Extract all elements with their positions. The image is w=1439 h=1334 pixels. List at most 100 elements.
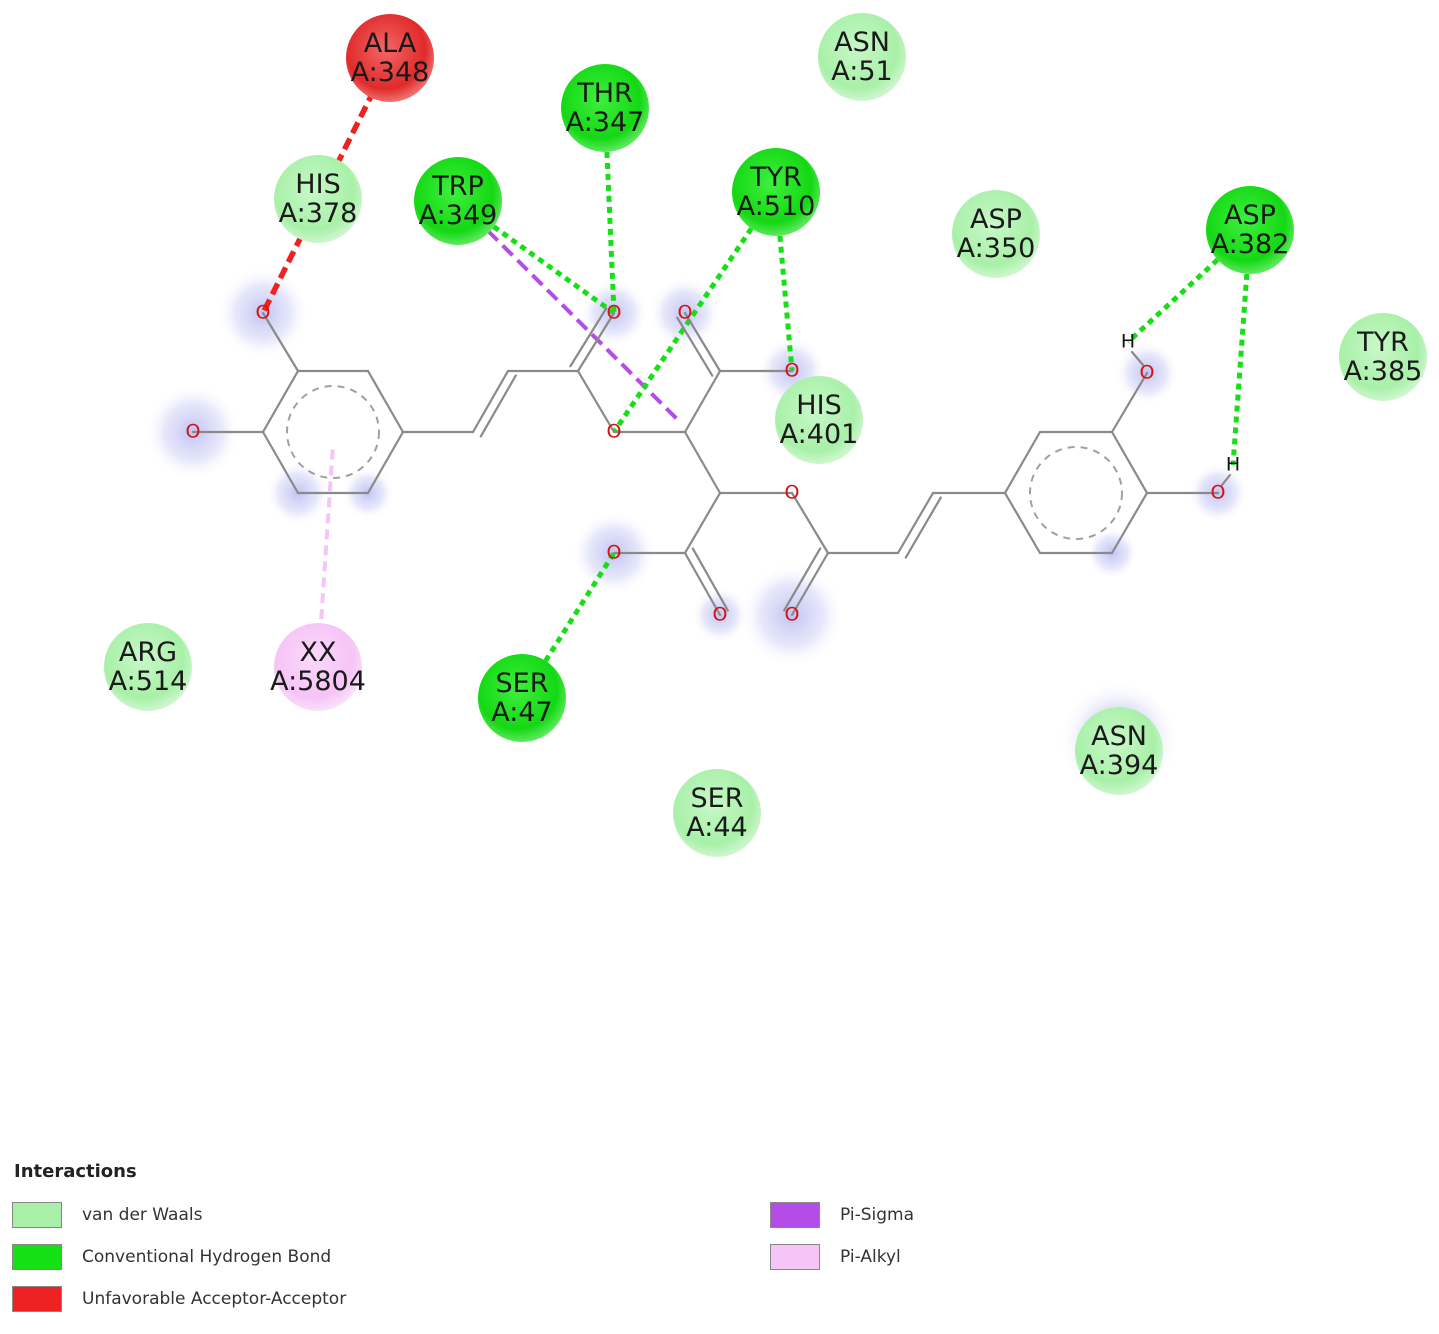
residue-name-trp349: TRP	[431, 171, 484, 202]
residue-number-thr347: A:347	[566, 107, 645, 138]
residue-name-thr347: THR	[576, 78, 633, 109]
bond-c10-c11	[683, 369, 722, 434]
bond-c15-c16-second	[904, 496, 942, 559]
residue-disc-tyr385	[1339, 313, 1427, 401]
residue-layer: ALAA:348ASNA:51THRA:347HISA:378TRPA:349T…	[104, 13, 1427, 857]
residue-name-arg514: ARG	[119, 637, 177, 668]
oxygen-atom-o4: O	[607, 421, 622, 443]
residue-disc-arg514	[104, 623, 192, 711]
residue-name-xx5804: XX	[300, 637, 337, 668]
legend-item-van-der-waals: van der Waals	[12, 1200, 202, 1230]
bond-c17-c18	[1003, 430, 1042, 495]
residue-name-ser44: SER	[691, 783, 744, 814]
interactions-legend: Interactions van der Waals Conventional …	[12, 1158, 1012, 1328]
residue-disc-asp382	[1206, 186, 1294, 274]
residue-disc-asp350	[952, 190, 1040, 278]
interaction-line-trp349-c7	[456, 199, 680, 422]
bond-c19-c20	[1110, 430, 1149, 495]
residue-number-ser44: A:44	[686, 812, 747, 843]
residue-disc-his401	[775, 376, 863, 464]
bond-c10-c12	[683, 430, 722, 495]
legend-swatch-van-der-waals	[12, 1202, 62, 1228]
bond-c14-o10	[790, 551, 830, 617]
oxygen-atom-o5: O	[678, 302, 693, 324]
bond-c5-c6	[261, 430, 300, 495]
legend-item-pi-alkyl: Pi-Alkyl	[770, 1242, 901, 1272]
oxygen-atom-o3: O	[607, 302, 622, 324]
bond-c2-c3	[366, 369, 405, 434]
bond-c14-o10-second	[783, 547, 822, 612]
oxygen-atom-o9: O	[713, 604, 728, 626]
residue-disc-trp349	[414, 157, 502, 245]
bond-o11-h1	[1130, 350, 1145, 367]
bond-c7a-c8a	[471, 369, 510, 434]
interaction-line-tyr510-o6	[773, 191, 795, 372]
residue-disc-ser44	[673, 769, 761, 857]
residue-disc-ala348	[346, 14, 434, 102]
bond-c20-c21	[1110, 491, 1149, 555]
residue-disc-thr347	[561, 64, 649, 152]
legend-swatch-pi-sigma	[770, 1202, 820, 1228]
bond-c3-c4	[366, 430, 405, 495]
bond-o1-c1	[261, 311, 300, 373]
interaction-line-ala348-o1	[260, 56, 393, 315]
bond-c9a-o4	[576, 369, 616, 434]
interaction-line-ser47-o8	[519, 551, 617, 700]
residue-number-trp349: A:349	[419, 200, 498, 231]
residue-disc-his378	[274, 155, 362, 243]
hydrogen-atom-h2: H	[1226, 454, 1240, 476]
residue-disc-asn51	[818, 13, 906, 101]
legend-label-van-der-waals: van der Waals	[82, 1205, 203, 1225]
hydrogen-atom-h1: H	[1121, 331, 1135, 353]
aromatic-ring-2	[1029, 446, 1123, 540]
residue-number-his401: A:401	[780, 419, 859, 450]
oxygen-atom-o7: O	[785, 482, 800, 504]
residue-xx5804[interactable]: XXA:5804	[270, 623, 366, 711]
oxygen-atom-o1: O	[256, 302, 271, 324]
residue-number-asn394: A:394	[1080, 750, 1159, 781]
legend-item-pi-sigma: Pi-Sigma	[770, 1200, 914, 1230]
legend-label-pi-sigma: Pi-Sigma	[840, 1205, 915, 1225]
residue-number-asp382: A:382	[1211, 229, 1290, 260]
bond-c9a-o3	[576, 311, 616, 373]
bond-o7-c14	[790, 491, 830, 555]
residue-name-tyr510: TYR	[749, 162, 802, 193]
interaction-line-tyr510-o4	[611, 190, 779, 434]
residue-name-ala348: ALA	[364, 28, 417, 59]
residue-name-his378: HIS	[295, 169, 340, 200]
residue-disc-xx5804	[274, 623, 362, 711]
residue-name-his401: HIS	[796, 390, 841, 421]
residue-number-tyr510: A:510	[737, 191, 816, 222]
legend-swatch-unfavorable-acceptor-acceptor	[12, 1286, 62, 1312]
bond-c6-c1	[261, 369, 300, 434]
residue-number-ser47: A:47	[491, 697, 552, 728]
residue-number-ala348: A:348	[351, 57, 430, 88]
residue-number-his378: A:378	[279, 198, 358, 229]
residue-name-asp350: ASP	[970, 204, 1022, 235]
residue-disc-tyr510	[732, 148, 820, 236]
legend-swatch-pi-alkyl	[770, 1244, 820, 1270]
residue-number-asp350: A:350	[957, 233, 1036, 264]
residue-number-tyr385: A:385	[1344, 356, 1423, 387]
oxygen-atom-o11: O	[1140, 362, 1155, 384]
bond-c22-c17	[1003, 491, 1042, 555]
oxygen-atom-o6: O	[785, 360, 800, 382]
legend-swatch-conventional-hydrogen-bond	[12, 1244, 62, 1270]
legend-label-pi-alkyl: Pi-Alkyl	[840, 1247, 901, 1267]
legend-label-unfavorable-acceptor-acceptor: Unfavorable Acceptor-Acceptor	[82, 1289, 347, 1309]
